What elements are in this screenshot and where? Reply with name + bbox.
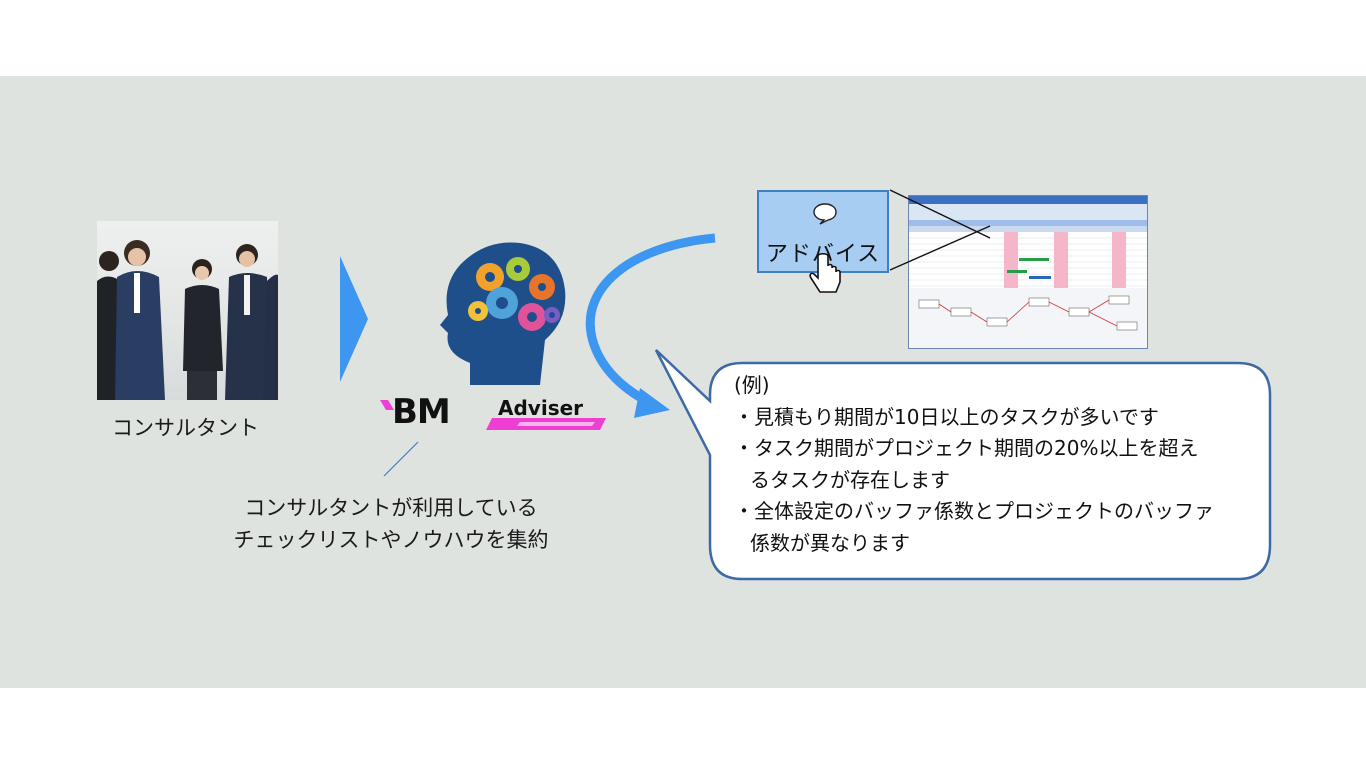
pointer-hand-icon <box>809 252 841 293</box>
speech-icon <box>813 203 837 225</box>
curved-arrow-icon <box>585 233 716 418</box>
right-arrow-icon <box>340 256 368 382</box>
knowledge-note: コンサルタントが利用している チェックリストやノウハウを集約 <box>226 492 556 556</box>
callout-line <box>383 441 419 477</box>
gantt-screenshot <box>908 195 1148 349</box>
speech-bubble-shape <box>654 349 1272 581</box>
bm-adviser-logo: BM Adviser <box>380 392 606 432</box>
knowledge-note-line2: チェックリストやノウハウを集約 <box>233 528 549 552</box>
consultant-label: コンサルタント <box>112 416 259 440</box>
example-item-3: ・全体設定のバッファ係数とプロジェクトのバッファ <box>734 499 1214 523</box>
example-item-3-cont: 係数が異なります <box>750 530 910 555</box>
example-item-2: ・タスク期間がプロジェクト期間の20%以上を超え <box>734 436 1199 460</box>
logo-adviser-text: Adviser <box>498 396 584 420</box>
advice-examples: (例) ・見積もり期間が10日以上のタスクが多いです ・タスク期間がプロジェクト… <box>734 370 1214 559</box>
example-item-2-cont: るタスクが存在します <box>750 467 950 492</box>
knowledge-note-line1: コンサルタントが利用している <box>244 496 538 520</box>
head-gears-icon <box>440 242 566 385</box>
consultant-photo <box>97 221 278 400</box>
connector-lines <box>889 189 991 271</box>
logo-bm-text: BM <box>392 392 451 432</box>
examples-title: (例) <box>734 373 770 397</box>
example-item-1: ・見積もり期間が10日以上のタスクが多いです <box>734 404 1159 429</box>
